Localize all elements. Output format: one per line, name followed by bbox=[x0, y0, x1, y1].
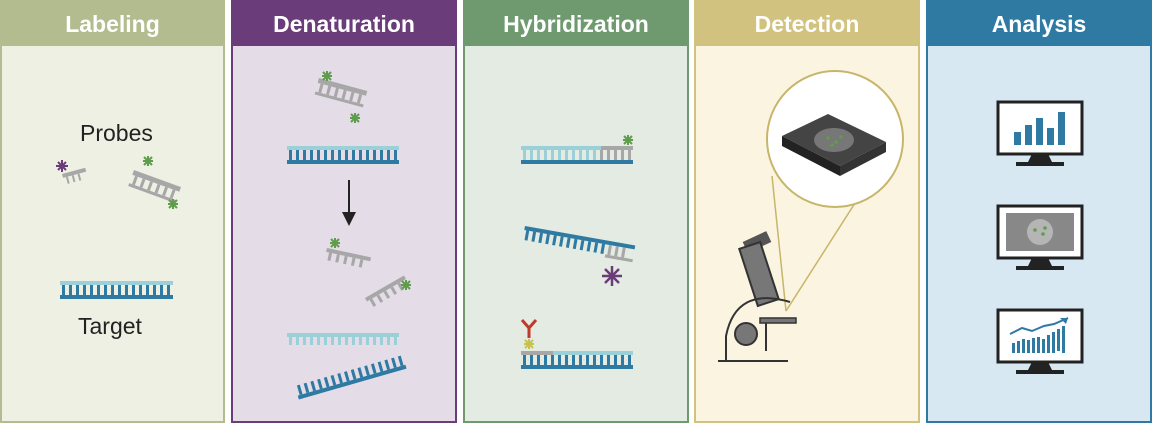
dna-target-icon bbox=[60, 281, 173, 299]
green-fluorophore-star-icon bbox=[143, 156, 153, 166]
hybridized-dna-icon bbox=[521, 146, 633, 164]
panel-denaturation: Denaturation bbox=[231, 0, 457, 423]
green-fluorophore-star-icon bbox=[401, 280, 411, 290]
hybridization-illustration bbox=[520, 135, 636, 369]
dna-probe-icon bbox=[314, 78, 368, 108]
green-fluorophore-star-icon bbox=[330, 238, 340, 248]
target-label: Target bbox=[78, 313, 142, 339]
computer-monitor-icon bbox=[996, 204, 1084, 270]
down-arrow-icon bbox=[342, 180, 356, 226]
panel-title-denaturation: Denaturation bbox=[233, 2, 455, 46]
panel-title-hybridization: Hybridization bbox=[465, 2, 687, 46]
probes-label: Probes bbox=[80, 120, 153, 146]
green-fluorophore-star-icon bbox=[322, 71, 332, 81]
panel-labeling: Labeling bbox=[0, 0, 225, 423]
panel-detection: Detection bbox=[694, 0, 920, 423]
green-fluorophore-star-icon bbox=[623, 135, 633, 145]
dna-strand-light bbox=[287, 333, 399, 345]
panel-analysis: Analysis bbox=[926, 0, 1152, 423]
panel-title-labeling: Labeling bbox=[2, 2, 223, 46]
computer-monitor-icon bbox=[996, 308, 1084, 374]
dna-probe-icon bbox=[128, 170, 181, 204]
green-fluorophore-star-icon bbox=[168, 199, 178, 209]
green-fluorophore-star-icon bbox=[524, 339, 534, 349]
dna-probe-icon bbox=[326, 248, 372, 268]
panel-title-detection: Detection bbox=[696, 2, 918, 46]
panel-title-analysis: Analysis bbox=[928, 2, 1150, 46]
trend-chart-icon bbox=[1009, 317, 1069, 353]
dna-probe-icon bbox=[365, 275, 406, 307]
dna-strand-dark bbox=[296, 355, 407, 400]
detection-illustration bbox=[718, 70, 904, 362]
green-fluorophore-star-icon bbox=[350, 113, 360, 123]
microscope-icon bbox=[718, 231, 797, 362]
purple-star-label-icon bbox=[56, 160, 68, 172]
antibody-icon bbox=[520, 319, 538, 338]
bar-chart-icon bbox=[1014, 112, 1065, 145]
analysis-illustration bbox=[996, 100, 1084, 374]
panel-hybridization: Hybridization bbox=[463, 0, 689, 423]
microarray-slide-icon bbox=[782, 114, 886, 176]
hybridized-dna-icon bbox=[524, 226, 636, 263]
purple-star-label-icon bbox=[602, 266, 622, 286]
dna-target-icon bbox=[287, 146, 399, 164]
hybridized-dna-icon bbox=[521, 351, 633, 369]
denaturation-illustration bbox=[287, 71, 411, 400]
computer-monitor-icon bbox=[996, 100, 1084, 166]
labeling-illustration bbox=[56, 156, 181, 299]
dna-probe-icon bbox=[62, 167, 87, 184]
